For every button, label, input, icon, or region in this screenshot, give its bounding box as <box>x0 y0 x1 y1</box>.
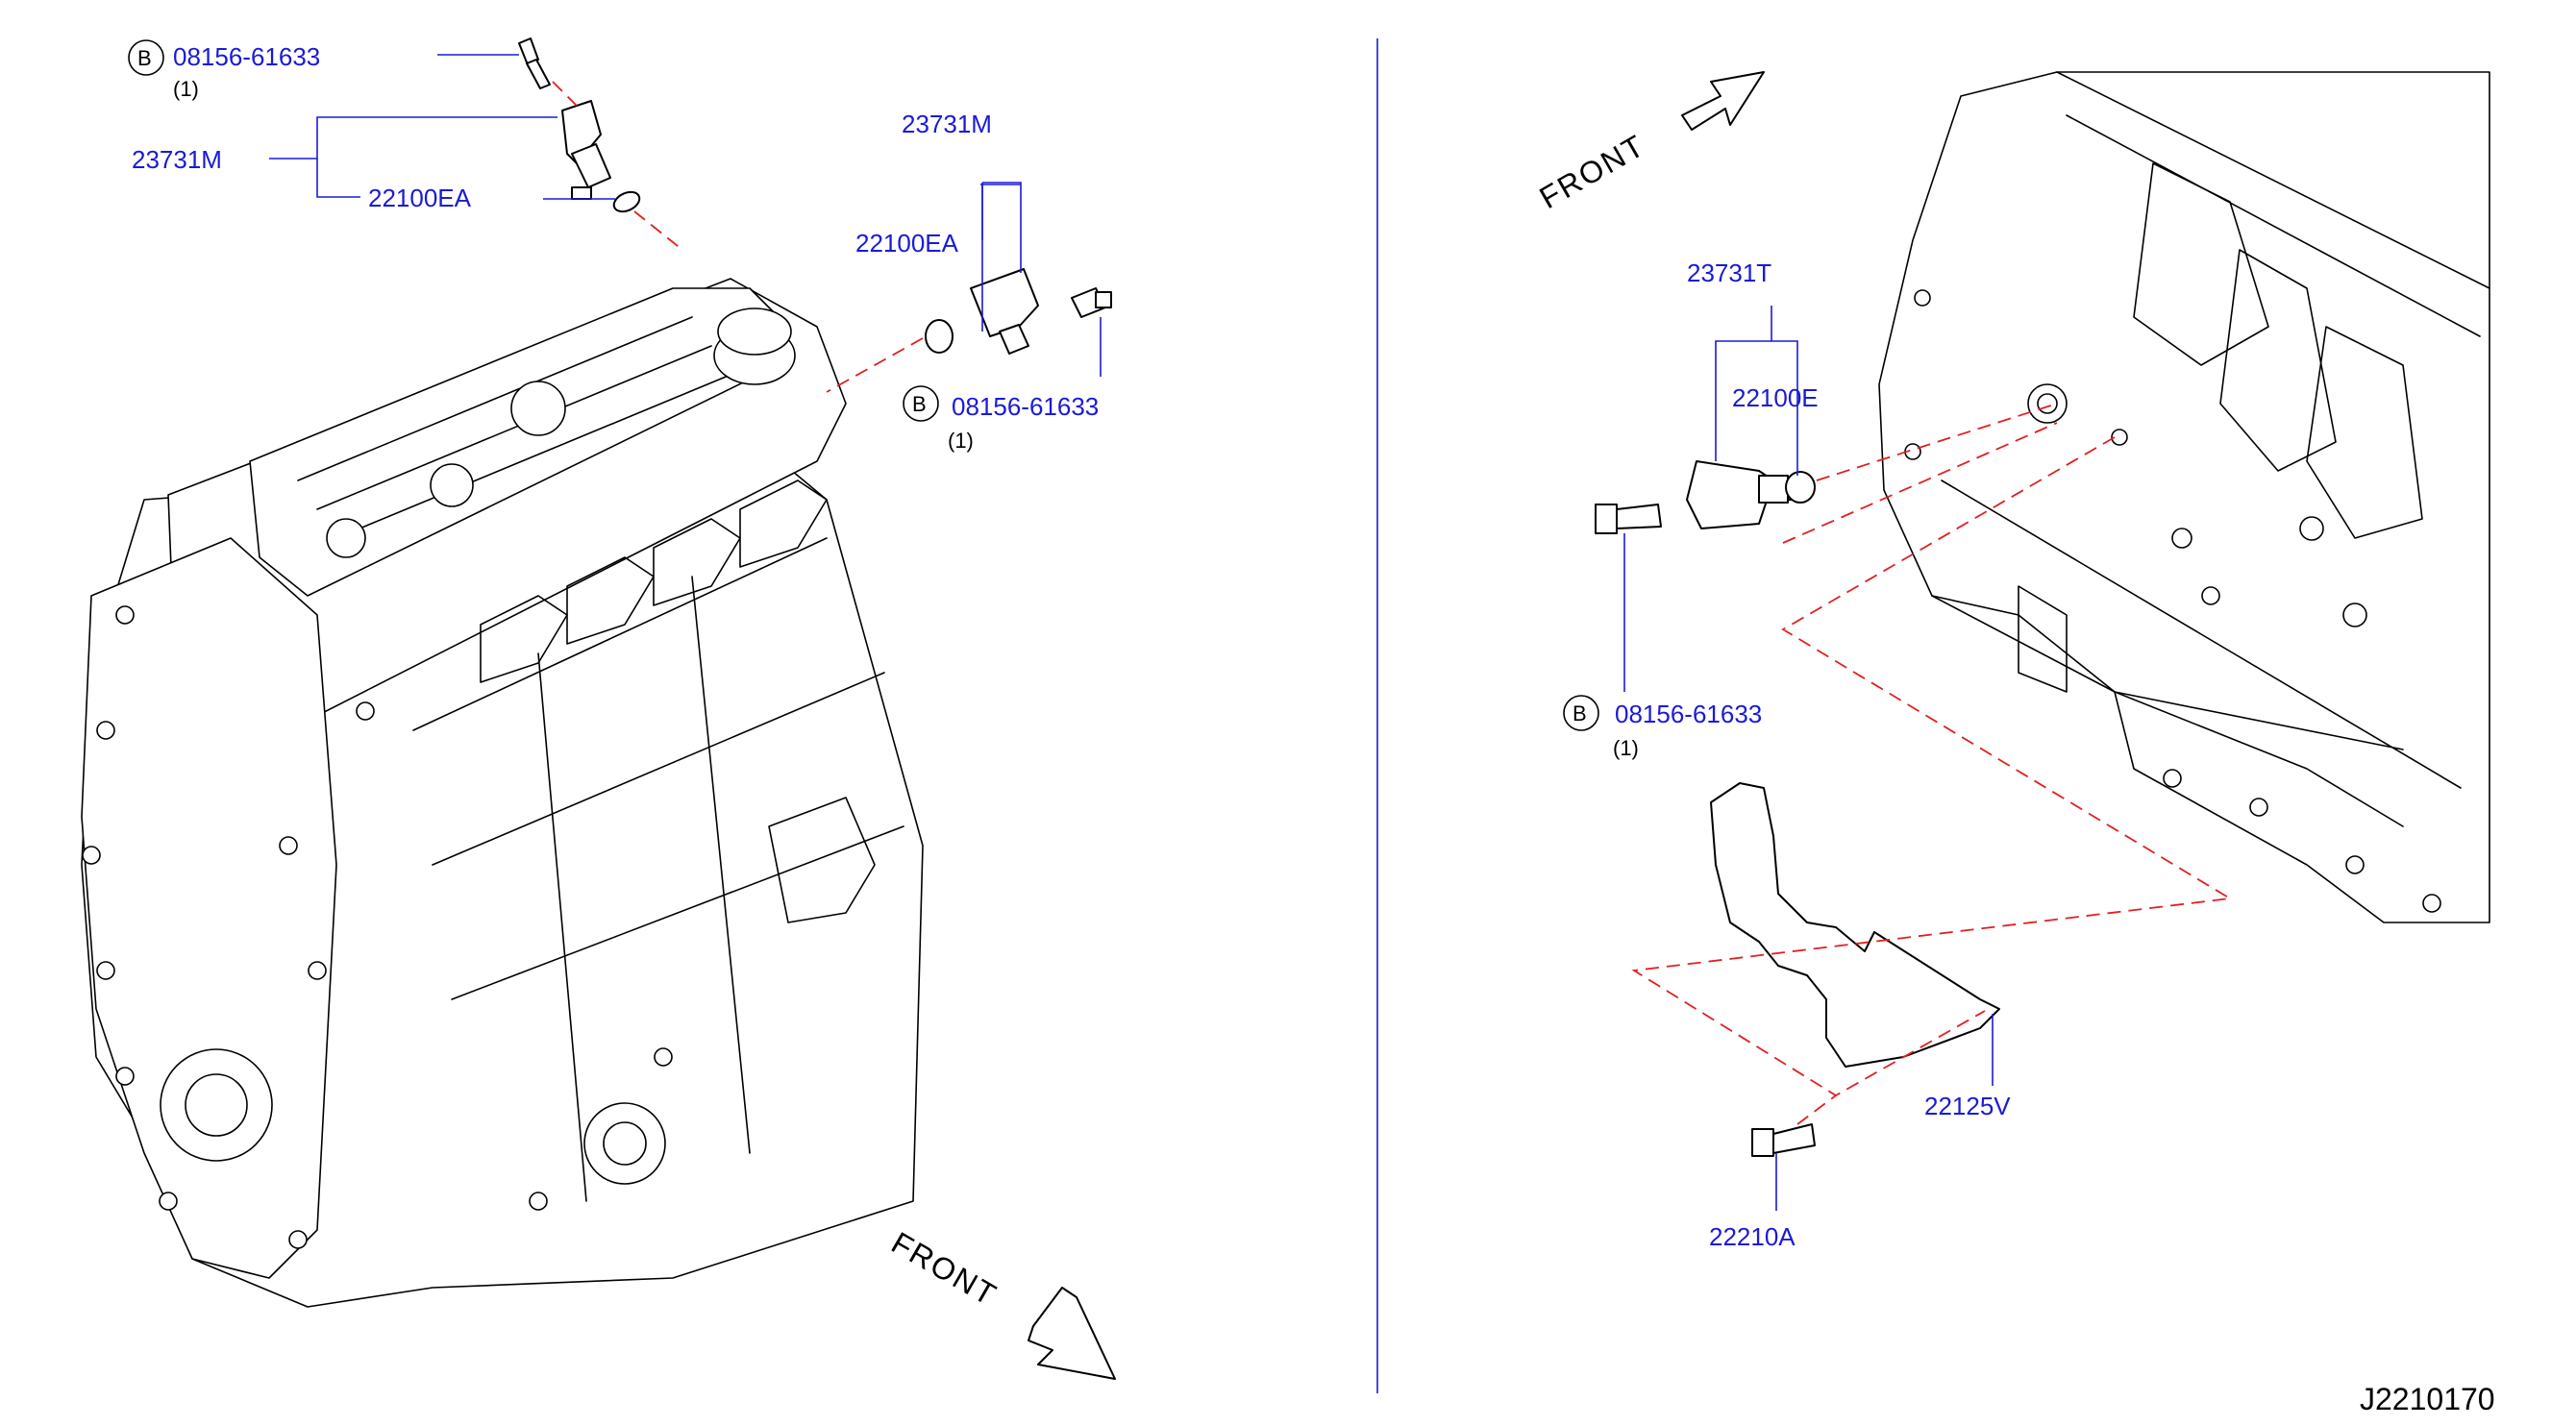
label-bolt-right: 08156-61633 <box>1615 700 1762 728</box>
oring-left <box>612 190 641 213</box>
figure-ref-number: J2210170 <box>2360 1382 2495 1416</box>
b-marker-right <box>1563 695 1599 731</box>
b-letter-right: B <box>1573 701 1587 725</box>
qty-bolt-right: (1) <box>1613 736 1639 760</box>
cam-sensor-left <box>561 100 611 200</box>
b-letter-left: B <box>137 46 152 70</box>
label-oring-right: 22100E <box>1732 383 1819 412</box>
bolt-left-top <box>518 37 551 89</box>
b-marker-mid <box>903 385 939 422</box>
label-cover: 22125V <box>1924 1092 2011 1120</box>
engine-block-right <box>1878 71 2490 923</box>
case-bolts <box>82 605 673 1249</box>
oring-mid <box>925 319 954 354</box>
engine-assembly-left <box>81 278 924 1308</box>
label-sensor-right: 23731T <box>1687 258 1771 287</box>
label-bolt-left: 08156-61633 <box>173 42 320 71</box>
front-label-left: FRONT <box>886 1225 1003 1313</box>
cam-sensor-right <box>1686 460 1802 529</box>
front-arrow-left <box>1028 1287 1116 1380</box>
label-oring-left: 22100EA <box>368 184 472 212</box>
bolt-cover <box>1751 1123 1816 1157</box>
label-cover-bolt: 22210A <box>1709 1222 1796 1251</box>
bolt-right <box>1595 504 1662 534</box>
label-bolt-mid: 08156-61633 <box>952 392 1099 421</box>
sensor-cover <box>1710 782 2000 1068</box>
label-sensor-mid: 23731M <box>902 110 992 138</box>
cam-sensor-mid <box>970 268 1039 355</box>
b-letter-mid: B <box>912 392 927 416</box>
front-arrow-right <box>1681 71 1765 131</box>
qty-bolt-left: (1) <box>173 77 199 101</box>
qty-bolt-mid: (1) <box>948 429 974 453</box>
oring-right <box>1785 471 1816 504</box>
b-marker-left <box>128 39 164 76</box>
label-sensor-left: 23731M <box>132 145 222 174</box>
bolt-mid <box>1071 287 1112 318</box>
label-oring-mid: 22100EA <box>855 229 959 258</box>
front-label-right: FRONT <box>1534 128 1651 215</box>
